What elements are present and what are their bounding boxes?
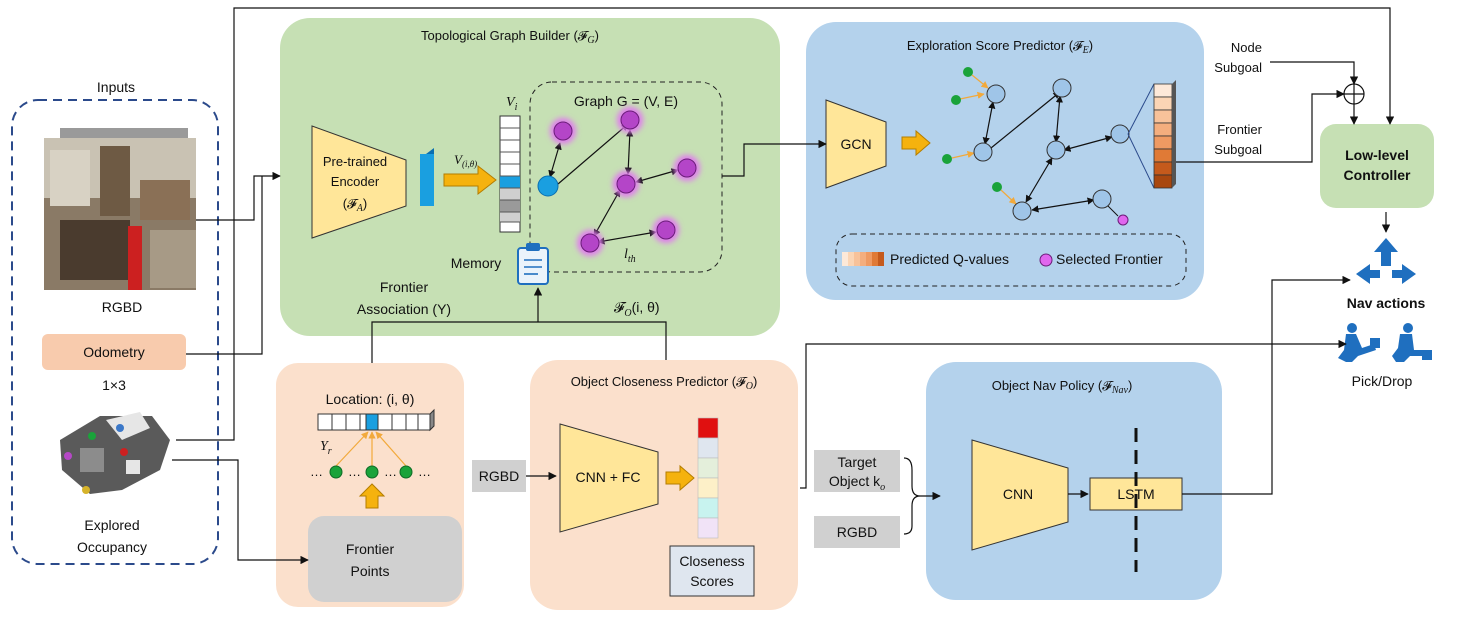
gcn-arrow <box>901 129 931 157</box>
svg-text:…: … <box>348 464 361 479</box>
gcn-label: GCN <box>840 136 871 152</box>
feature-label: V(i,θ) <box>454 152 477 169</box>
frontier-subgoal-2: Subgoal <box>1214 142 1262 157</box>
graph-frame <box>529 81 723 273</box>
frontier-subgoal-1: Frontier <box>1217 122 1262 137</box>
graph-label: Graph G = (V, E) <box>574 93 678 109</box>
fo-label: 𝓕O(i, θ) <box>614 299 660 319</box>
frontier-dots: … … … … <box>310 464 431 479</box>
controller-label-1: Low-level <box>1345 147 1409 163</box>
explore-graph-edges <box>982 91 1113 213</box>
yr-label: Yr <box>320 439 332 457</box>
q-value-links <box>1127 83 1155 189</box>
memory-label: Memory <box>451 255 502 271</box>
cnn-fc-block <box>559 423 659 533</box>
encoder-block <box>311 125 407 239</box>
assoc-label-2: Association (Y) <box>357 301 451 317</box>
nav-cnn-label: CNN <box>1003 486 1033 502</box>
closeness-input-box <box>472 460 526 492</box>
encoder-label-1: Pre-trained <box>323 154 387 169</box>
frontier-up-arrow <box>358 483 386 509</box>
closeness-title: Object Closeness Predictor (𝓕O) <box>571 374 758 392</box>
vi-label: Vi <box>506 95 518 113</box>
node-subgoal-2: Subgoal <box>1214 60 1262 75</box>
sum-junction <box>1343 83 1365 105</box>
explore-title: Exploration Score Predictor (𝓕E) <box>907 38 1093 56</box>
nav-title: Object Nav Policy (𝓕Nav) <box>992 378 1133 396</box>
nav-rgbd-box <box>814 516 900 548</box>
legend-q-label: Predicted Q-values <box>890 251 1009 267</box>
inputs-panel <box>11 99 219 565</box>
rgbd-label: RGBD <box>102 299 142 315</box>
svg-text:…: … <box>418 464 431 479</box>
inputs-title: Inputs <box>97 79 135 95</box>
node-subgoal-1: Node <box>1231 40 1262 55</box>
frontier-points-box <box>308 516 462 602</box>
target-object-2: Object ko <box>829 473 885 493</box>
memory-vector <box>499 115 521 233</box>
closeness-scores-2: Scores <box>690 573 734 589</box>
odometry-label: Odometry <box>83 344 144 360</box>
assoc-label-1: Frontier <box>380 279 429 295</box>
closeness-scores-1: Closeness <box>679 553 744 569</box>
svg-text:…: … <box>310 464 323 479</box>
controller-box <box>1320 124 1434 208</box>
svg-text:…: … <box>384 464 397 479</box>
topo-graph-panel <box>280 18 780 336</box>
closeness-scores-box <box>669 545 755 597</box>
nav-actions-icon <box>1356 238 1416 284</box>
legend-q-swatch <box>842 252 884 266</box>
cnn-fc-label: CNN + FC <box>576 469 641 485</box>
gcn-block <box>825 99 887 189</box>
explored-label-1: Explored <box>84 517 139 533</box>
odometry-box <box>42 334 186 370</box>
controller-label-2: Controller <box>1344 167 1411 183</box>
closeness-arrow <box>665 464 695 492</box>
odometry-dim: 1×3 <box>102 377 126 393</box>
explored-label-2: Occupancy <box>77 539 147 555</box>
explore-legend <box>835 233 1187 287</box>
frontier-points-label-2: Points <box>351 563 390 579</box>
frontier-points-label-1: Frontier <box>346 541 395 557</box>
target-object-1: Target <box>838 454 877 470</box>
nav-rgbd-label: RGBD <box>837 524 877 540</box>
nav-actions-label: Nav actions <box>1347 295 1426 311</box>
legend-selected-swatch <box>1039 253 1053 267</box>
location-vector <box>317 408 435 432</box>
occupancy-map <box>60 412 170 494</box>
clipboard-icon <box>517 243 549 285</box>
encoder-label-2: Encoder <box>331 174 380 189</box>
encoder-label-3: (𝓕A) <box>343 196 367 214</box>
topo-graph-edges <box>548 123 679 245</box>
explore-graph-nodes <box>942 67 1130 226</box>
q-value-bar <box>1153 80 1176 189</box>
explore-frontier-links <box>951 74 1017 205</box>
nav-cnn-block <box>971 439 1069 551</box>
pick-drop-label: Pick/Drop <box>1352 373 1413 389</box>
feature-arrow <box>443 164 497 196</box>
location-label: Location: (i, θ) <box>326 391 415 407</box>
closeness-bar <box>697 417 719 539</box>
rgbd-image <box>44 128 196 290</box>
feature-block <box>420 148 434 206</box>
target-object-box <box>814 450 900 492</box>
legend-selected-label: Selected Frontier <box>1056 251 1163 267</box>
pick-icon <box>1338 323 1380 362</box>
connectors <box>172 7 1395 565</box>
explore-panel <box>806 22 1204 300</box>
drop-icon <box>1392 323 1432 362</box>
topo-graph-nodes <box>537 107 700 256</box>
frontier-links <box>335 431 407 467</box>
closeness-input-label: RGBD <box>479 468 519 484</box>
topo-title: Topological Graph Builder (𝓕G) <box>421 28 599 46</box>
lth-label: lth <box>624 247 636 265</box>
